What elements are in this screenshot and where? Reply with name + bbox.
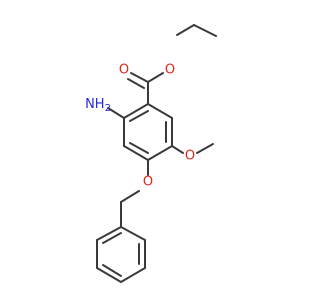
bond-ring-c1-c2 xyxy=(147,103,173,119)
bond-lines xyxy=(96,24,217,283)
atom-labels: O O NH2 O O xyxy=(85,63,195,190)
bond-ring-inner-c xyxy=(129,110,149,122)
molecule-structure: O O NH2 O O xyxy=(85,24,217,283)
bond-methoxy-ch3 xyxy=(196,143,214,154)
bond-benzyloxy-ch2 xyxy=(120,190,140,203)
bond-ring-inner-b xyxy=(129,142,149,154)
bond-carbonyl-double-a xyxy=(130,72,149,83)
atom-label-ester-o: O xyxy=(165,63,175,78)
amino-subscript: 2 xyxy=(105,103,111,114)
bond-ring-c6-c1 xyxy=(123,103,149,119)
bond-phenyl-4 xyxy=(96,267,122,283)
bond-ethyl-ch2-o xyxy=(176,24,195,36)
atom-label-methoxy-o: O xyxy=(185,149,195,164)
bond-phenyl-inner-c xyxy=(102,232,122,244)
atom-label-benzyloxy-o: O xyxy=(143,175,153,190)
bond-amino xyxy=(107,107,125,119)
bond-methoxy-o xyxy=(171,145,184,154)
bond-phenyl-inner-b xyxy=(102,264,122,277)
bond-ring-c4-c5 xyxy=(123,145,149,161)
atom-label-amino: NH2 xyxy=(85,97,111,115)
bond-phenyl-1 xyxy=(120,226,146,241)
bond-carbonyl-double-b xyxy=(127,78,145,89)
bond-ring-c3-c4 xyxy=(147,145,173,161)
bond-ester-o-carbonyl-c xyxy=(147,72,164,83)
bond-phenyl-6 xyxy=(96,226,122,241)
bond-ethyl-ch3-ch2 xyxy=(193,24,217,37)
atom-label-carbonyl-o: O xyxy=(119,63,129,78)
bond-phenyl-3 xyxy=(120,267,146,283)
amino-nh-text: NH xyxy=(85,97,105,112)
